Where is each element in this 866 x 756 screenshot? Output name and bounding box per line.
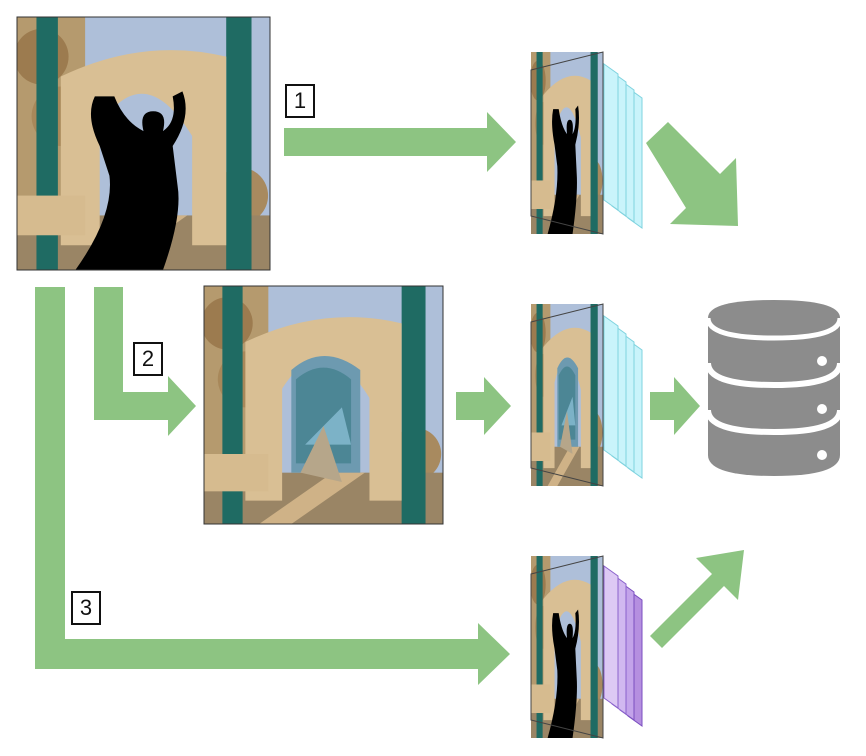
masked-image <box>16 16 271 271</box>
layer-stack-2-front <box>530 304 603 486</box>
layer-stack-1 <box>530 51 643 235</box>
inpainted-image <box>203 285 444 525</box>
database-led-1 <box>817 356 827 366</box>
layer-stack-2 <box>530 303 643 487</box>
step-label-1: 1 <box>285 84 315 118</box>
database-led-3 <box>817 450 827 460</box>
arrow-2b <box>456 377 511 435</box>
arrow-1 <box>284 112 516 172</box>
database-icon <box>705 300 843 476</box>
step-label-3: 3 <box>71 591 101 625</box>
step-label-2: 2 <box>133 342 163 376</box>
layer-stack-3 <box>530 555 643 739</box>
database-led-2 <box>817 404 827 414</box>
arrow-2-to-db <box>650 377 700 435</box>
layer-stack-1-front <box>530 52 603 234</box>
arrow-3-to-db <box>650 550 744 648</box>
arrow-2 <box>94 287 196 436</box>
arrow-1-to-db <box>646 122 738 226</box>
arrow-3 <box>35 287 510 685</box>
layer-stack-3-front <box>530 556 603 738</box>
